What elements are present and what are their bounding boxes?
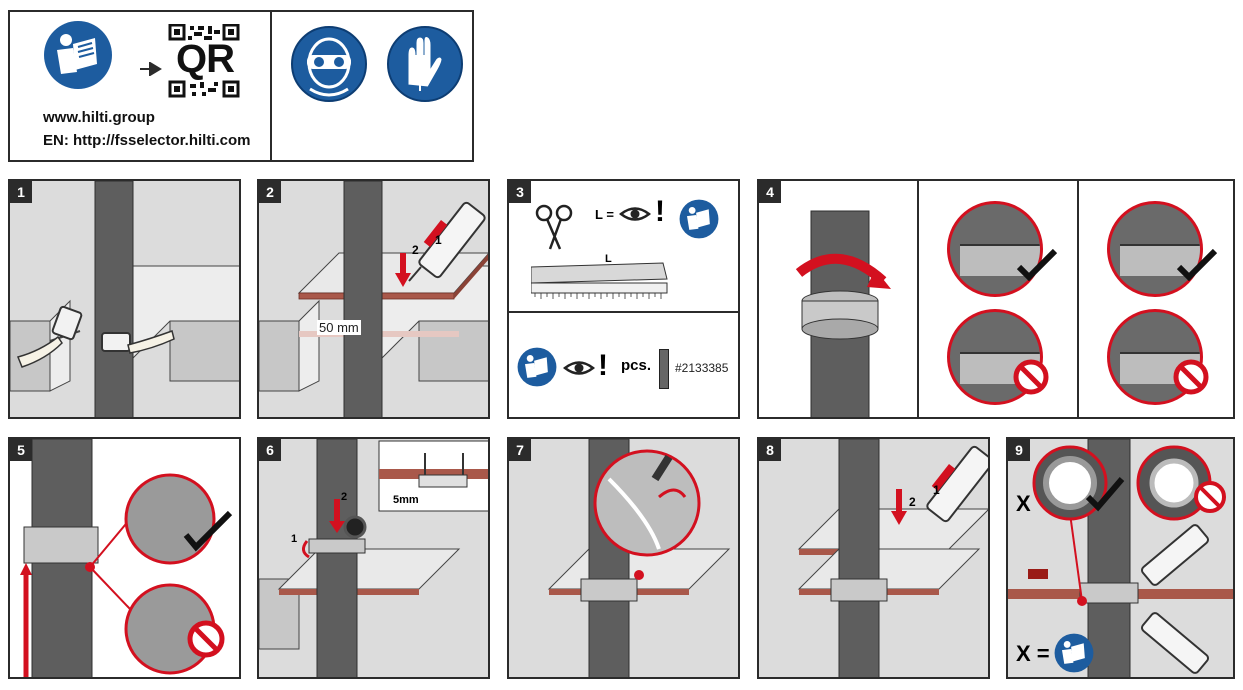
read-manual-icon	[1054, 633, 1094, 673]
eye-icon	[563, 361, 595, 375]
order-2-label: 2	[341, 491, 348, 503]
article-number: #2133385	[675, 361, 729, 375]
step-6-panel: 6 5mm 1 2	[257, 437, 490, 679]
scissors-icon	[535, 204, 573, 250]
step-2-panel: 2 50 mm 1 2	[257, 179, 490, 419]
qr-code-icon: QR	[168, 24, 240, 100]
eye-icon	[619, 207, 651, 221]
check-icon	[1017, 249, 1057, 281]
step-5-panel: 5	[8, 437, 241, 679]
step-4-illustration	[795, 210, 891, 417]
header-divider	[270, 12, 272, 160]
detail-correct-1	[947, 201, 1043, 297]
step-6-illustration	[259, 439, 488, 677]
step-number: 8	[759, 439, 781, 461]
order-1-label: 1	[291, 533, 298, 545]
anchor-strip-icon	[659, 349, 669, 389]
step-number: 9	[1008, 439, 1030, 461]
step-3-divider	[509, 311, 738, 313]
step-7-illustration	[509, 439, 738, 677]
read-manual-icon	[679, 199, 719, 239]
selector-link[interactable]: EN: http://fsselector.hilti.com	[43, 132, 251, 149]
attention-icon: !	[655, 195, 665, 228]
order-1-label: 1	[933, 483, 940, 497]
step-8-panel: 8 1 2	[757, 437, 990, 679]
x-eq-label: X =	[1016, 641, 1050, 666]
dimension-label: 50 mm	[317, 320, 361, 335]
step-number: 4	[759, 181, 781, 203]
read-manual-icon	[44, 21, 112, 89]
read-manual-icon	[517, 347, 557, 387]
website-link[interactable]: www.hilti.group	[43, 109, 155, 126]
order-2-label: 2	[412, 243, 419, 257]
arrow-right-icon	[140, 62, 162, 76]
gap-label: 5mm	[393, 494, 419, 506]
step-number: 6	[259, 439, 281, 461]
step-4-divider-1	[917, 181, 919, 417]
length-label: L	[605, 253, 612, 265]
safety-goggles-icon	[291, 26, 367, 102]
prohibited-icon	[1013, 359, 1049, 395]
order-1-label: 1	[435, 233, 442, 247]
step-number: 5	[10, 439, 32, 461]
step-9-illustration	[1008, 439, 1233, 677]
qr-text: QR	[176, 37, 235, 81]
step-number: 3	[509, 181, 531, 203]
prohibited-icon	[1173, 359, 1209, 395]
step-1-panel: 1	[8, 179, 241, 419]
order-2-label: 2	[909, 495, 916, 509]
step-number: 2	[259, 181, 281, 203]
step-1-illustration	[10, 181, 239, 417]
step-4-divider-2	[1077, 181, 1079, 417]
pcs-label: pcs.	[621, 357, 652, 374]
x-label: X	[1016, 491, 1031, 516]
step-2-illustration	[259, 181, 488, 417]
step-8-illustration	[759, 439, 988, 677]
attention-icon: !	[598, 349, 608, 382]
step-number: 7	[509, 439, 531, 461]
protective-gloves-icon	[387, 26, 463, 102]
step-5-illustration	[20, 439, 233, 677]
check-icon	[1177, 249, 1217, 281]
cut-strip-illustration	[531, 262, 668, 299]
detail-correct-2	[1107, 201, 1203, 297]
step-3-panel: 3 L = ! L ! pcs. #2133385	[507, 179, 740, 419]
step-7-panel: 7	[507, 437, 740, 679]
step-4-panel: 4	[757, 179, 1235, 419]
header-box: QR www.hilti.group EN: http://fsselector…	[8, 10, 474, 162]
step-9-panel: 9 X X =	[1006, 437, 1235, 679]
length-eq-label: L =	[595, 207, 614, 222]
step-number: 1	[10, 181, 32, 203]
